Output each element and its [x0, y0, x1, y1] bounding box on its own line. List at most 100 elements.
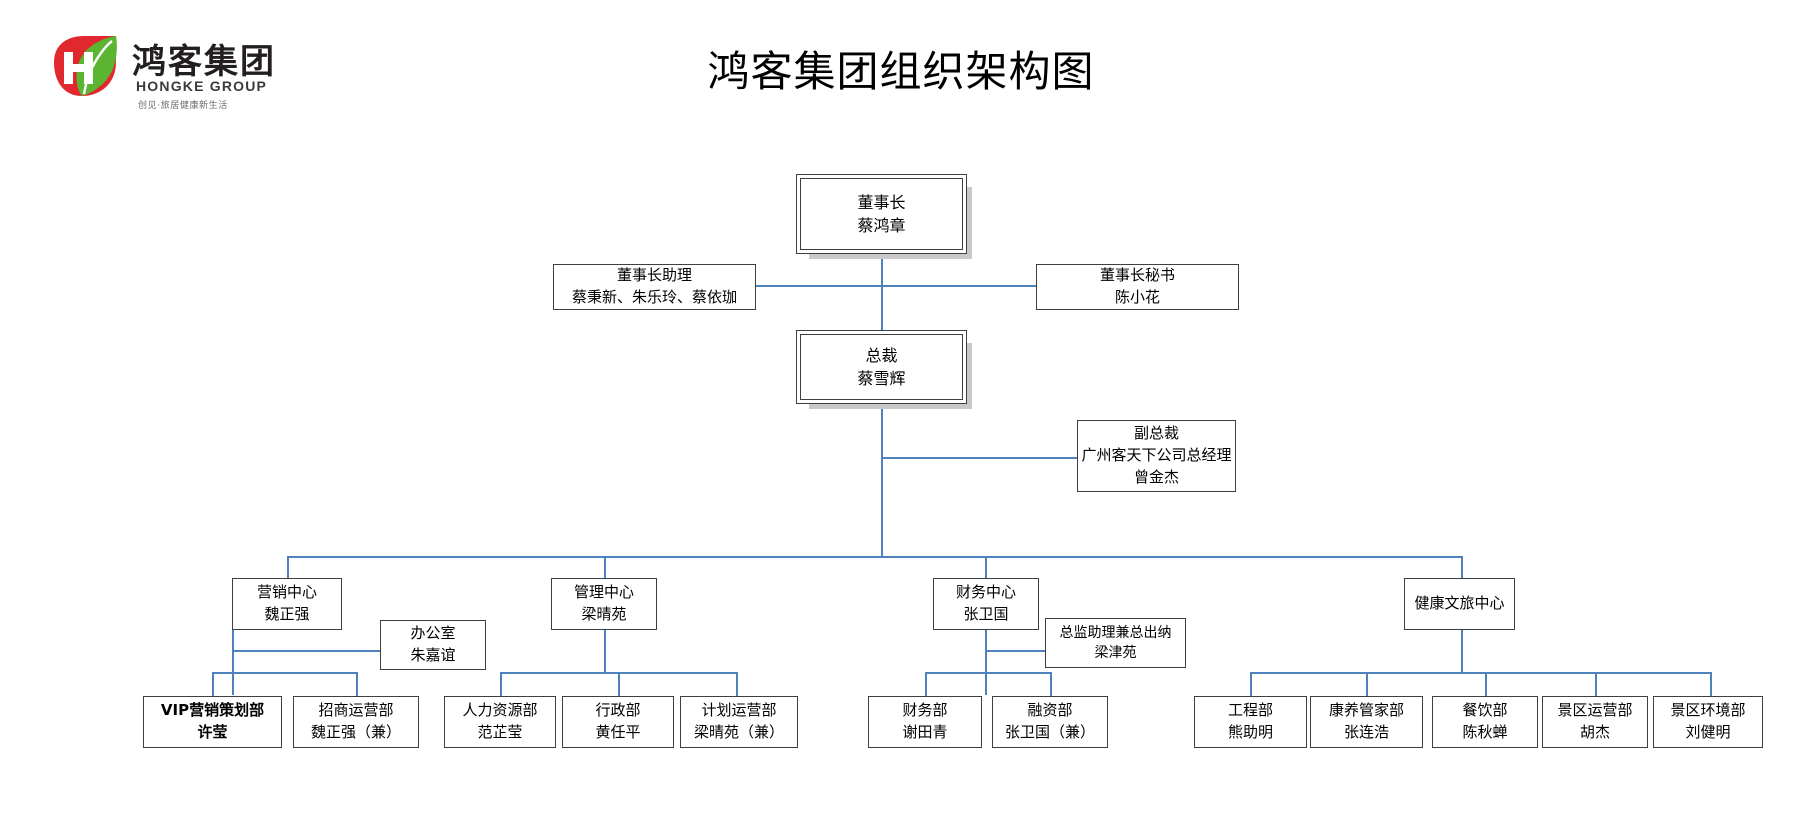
connector-health-down [1461, 617, 1463, 672]
connector-drop-scenic-ops [1595, 672, 1597, 696]
node-vice-president[interactable]: 副总裁 广州客天下公司总经理 曾金杰 [1077, 420, 1236, 492]
node-chairman-assistant[interactable]: 董事长助理 蔡秉新、朱乐玲、蔡依珈 [553, 264, 756, 310]
connector-drop-hr [500, 672, 502, 696]
logo-tagline: 创见·旅居健康新生活 [138, 101, 228, 111]
connector-finance-depts-bus [925, 672, 1050, 674]
node-finance-dept[interactable]: 财务部 谢田青 [868, 696, 982, 748]
node-planning-ops[interactable]: 计划运营部 梁晴苑（兼） [680, 696, 798, 748]
node-chief-assistant-role: 总监助理兼总出纳 [1059, 624, 1172, 641]
connector-drop-finance [985, 556, 987, 578]
connector-drop-marketing [287, 556, 289, 578]
connector-health-depts-bus [1250, 672, 1710, 674]
connector-drop-planning [736, 672, 738, 696]
connector-drop-management [604, 556, 606, 578]
node-management-center-person: 梁晴苑 [581, 605, 627, 623]
connector-drop-health [1461, 556, 1463, 578]
node-office-person: 朱嘉谊 [410, 646, 456, 664]
connector-drop-investment-ops [356, 672, 358, 696]
connector-marketing-office [232, 650, 380, 652]
node-marketing-center-person: 魏正强 [264, 605, 310, 623]
connector-president-vice [881, 457, 1077, 459]
node-vip-marketing[interactable]: VIP营销策划部 许莹 [143, 696, 282, 748]
node-scenic-env[interactable]: 景区环境部 刘健明 [1653, 696, 1763, 748]
node-health-center[interactable]: 健康文旅中心 [1404, 578, 1515, 630]
connector-drop-finance-dept [925, 672, 927, 696]
connector-chairman-assistant [755, 285, 881, 287]
node-chief-assistant[interactable]: 总监助理兼总出纳 梁津苑 [1045, 618, 1186, 668]
node-marketing-center-role: 营销中心 [256, 583, 317, 602]
connector-drop-funding-dept [1050, 672, 1052, 696]
node-engineering-dept-role: 工程部 [1227, 701, 1273, 720]
node-investment-ops-role: 招商运营部 [318, 701, 394, 720]
connector-president-bus [881, 400, 883, 556]
node-vip-marketing-person: 许莹 [197, 723, 228, 741]
node-office[interactable]: 办公室 朱嘉谊 [380, 620, 486, 670]
node-admin-dept[interactable]: 行政部 黄任平 [562, 696, 674, 748]
node-scenic-ops-person: 胡杰 [1579, 723, 1610, 741]
node-scenic-ops-role: 景区运营部 [1557, 701, 1633, 720]
node-chairman-assistant-role: 董事长助理 [616, 266, 692, 285]
node-finance-dept-role: 财务部 [902, 701, 948, 720]
node-admin-dept-role: 行政部 [595, 701, 641, 720]
node-president-person: 蔡雪辉 [857, 369, 906, 388]
connector-drop-admin [618, 672, 620, 696]
node-hr-dept-person: 范芷莹 [477, 723, 523, 741]
node-chief-assistant-person: 梁津苑 [1094, 645, 1137, 661]
node-finance-dept-person: 谢田青 [902, 723, 948, 741]
node-catering-dept[interactable]: 餐饮部 陈秋蝉 [1432, 696, 1538, 748]
node-chairman-secretary[interactable]: 董事长秘书 陈小花 [1036, 264, 1239, 310]
node-scenic-env-person: 刘健明 [1685, 723, 1731, 741]
node-wellness-dept-person: 张连浩 [1343, 723, 1389, 741]
node-investment-ops-person: 魏正强（兼） [310, 723, 401, 741]
connector-management-down [604, 617, 606, 672]
node-chairman-secretary-person: 陈小花 [1114, 288, 1160, 306]
node-investment-ops[interactable]: 招商运营部 魏正强（兼） [293, 696, 419, 748]
connector-drop-scenic-env [1710, 672, 1712, 696]
connector-marketing-depts-bus [212, 672, 356, 674]
connector-marketing-down [232, 617, 234, 695]
page-title: 鸿客集团组织架构图 [707, 47, 1095, 96]
node-funding-dept-person: 张卫国（兼） [1004, 723, 1095, 741]
node-chairman-assistant-person: 蔡秉新、朱乐玲、蔡依珈 [571, 288, 737, 306]
node-engineering-dept-person: 熊助明 [1227, 723, 1273, 741]
node-vice-president-role: 副总裁 [1133, 424, 1179, 443]
node-management-center[interactable]: 管理中心 梁晴苑 [551, 578, 657, 630]
connector-drop-engineering [1250, 672, 1252, 696]
node-finance-center-person: 张卫国 [963, 605, 1009, 623]
node-admin-dept-person: 黄任平 [595, 723, 641, 741]
connector-drop-catering [1485, 672, 1487, 696]
node-planning-ops-role: 计划运营部 [701, 701, 777, 720]
node-catering-dept-role: 餐饮部 [1462, 701, 1508, 720]
node-funding-dept-role: 融资部 [1027, 701, 1073, 720]
node-president-role: 总裁 [865, 345, 898, 365]
logo-name-cn: 鸿客集团 [132, 42, 276, 82]
node-finance-center[interactable]: 财务中心 张卫国 [933, 578, 1039, 630]
node-scenic-ops[interactable]: 景区运营部 胡杰 [1542, 696, 1648, 748]
node-hr-dept[interactable]: 人力资源部 范芷莹 [444, 696, 556, 748]
connector-drop-wellness [1366, 672, 1368, 696]
node-office-role: 办公室 [410, 624, 456, 643]
node-catering-dept-person: 陈秋蝉 [1462, 723, 1508, 741]
node-president[interactable]: 总裁 蔡雪辉 [800, 334, 963, 400]
connector-finance-down [985, 617, 987, 695]
node-chairman[interactable]: 董事长 蔡鸿章 [800, 178, 963, 250]
node-wellness-dept-role: 康养管家部 [1328, 701, 1404, 720]
node-management-center-role: 管理中心 [573, 583, 634, 602]
node-wellness-dept[interactable]: 康养管家部 张连浩 [1310, 696, 1423, 748]
node-funding-dept[interactable]: 融资部 张卫国（兼） [992, 696, 1108, 748]
node-health-center-role: 健康文旅中心 [1414, 594, 1505, 613]
connector-chairman-secretary [881, 285, 1037, 287]
node-finance-center-role: 财务中心 [955, 583, 1016, 602]
node-vice-president-role2: 广州客天下公司总经理 [1081, 446, 1232, 465]
node-hr-dept-role: 人力资源部 [462, 701, 538, 720]
node-scenic-env-role: 景区环境部 [1670, 701, 1746, 720]
node-engineering-dept[interactable]: 工程部 熊助明 [1194, 696, 1307, 748]
node-marketing-center[interactable]: 营销中心 魏正强 [232, 578, 342, 630]
logo-name-en: HONGKE GROUP [136, 78, 268, 94]
company-logo: 鸿客集团 HONGKE GROUP 创见·旅居健康新生活 [46, 28, 306, 111]
node-chairman-role: 董事长 [857, 192, 906, 212]
connector-centers-bus [287, 556, 1462, 558]
node-chairman-secretary-role: 董事长秘书 [1099, 266, 1175, 285]
hk-leaf-logo-icon [54, 36, 117, 96]
